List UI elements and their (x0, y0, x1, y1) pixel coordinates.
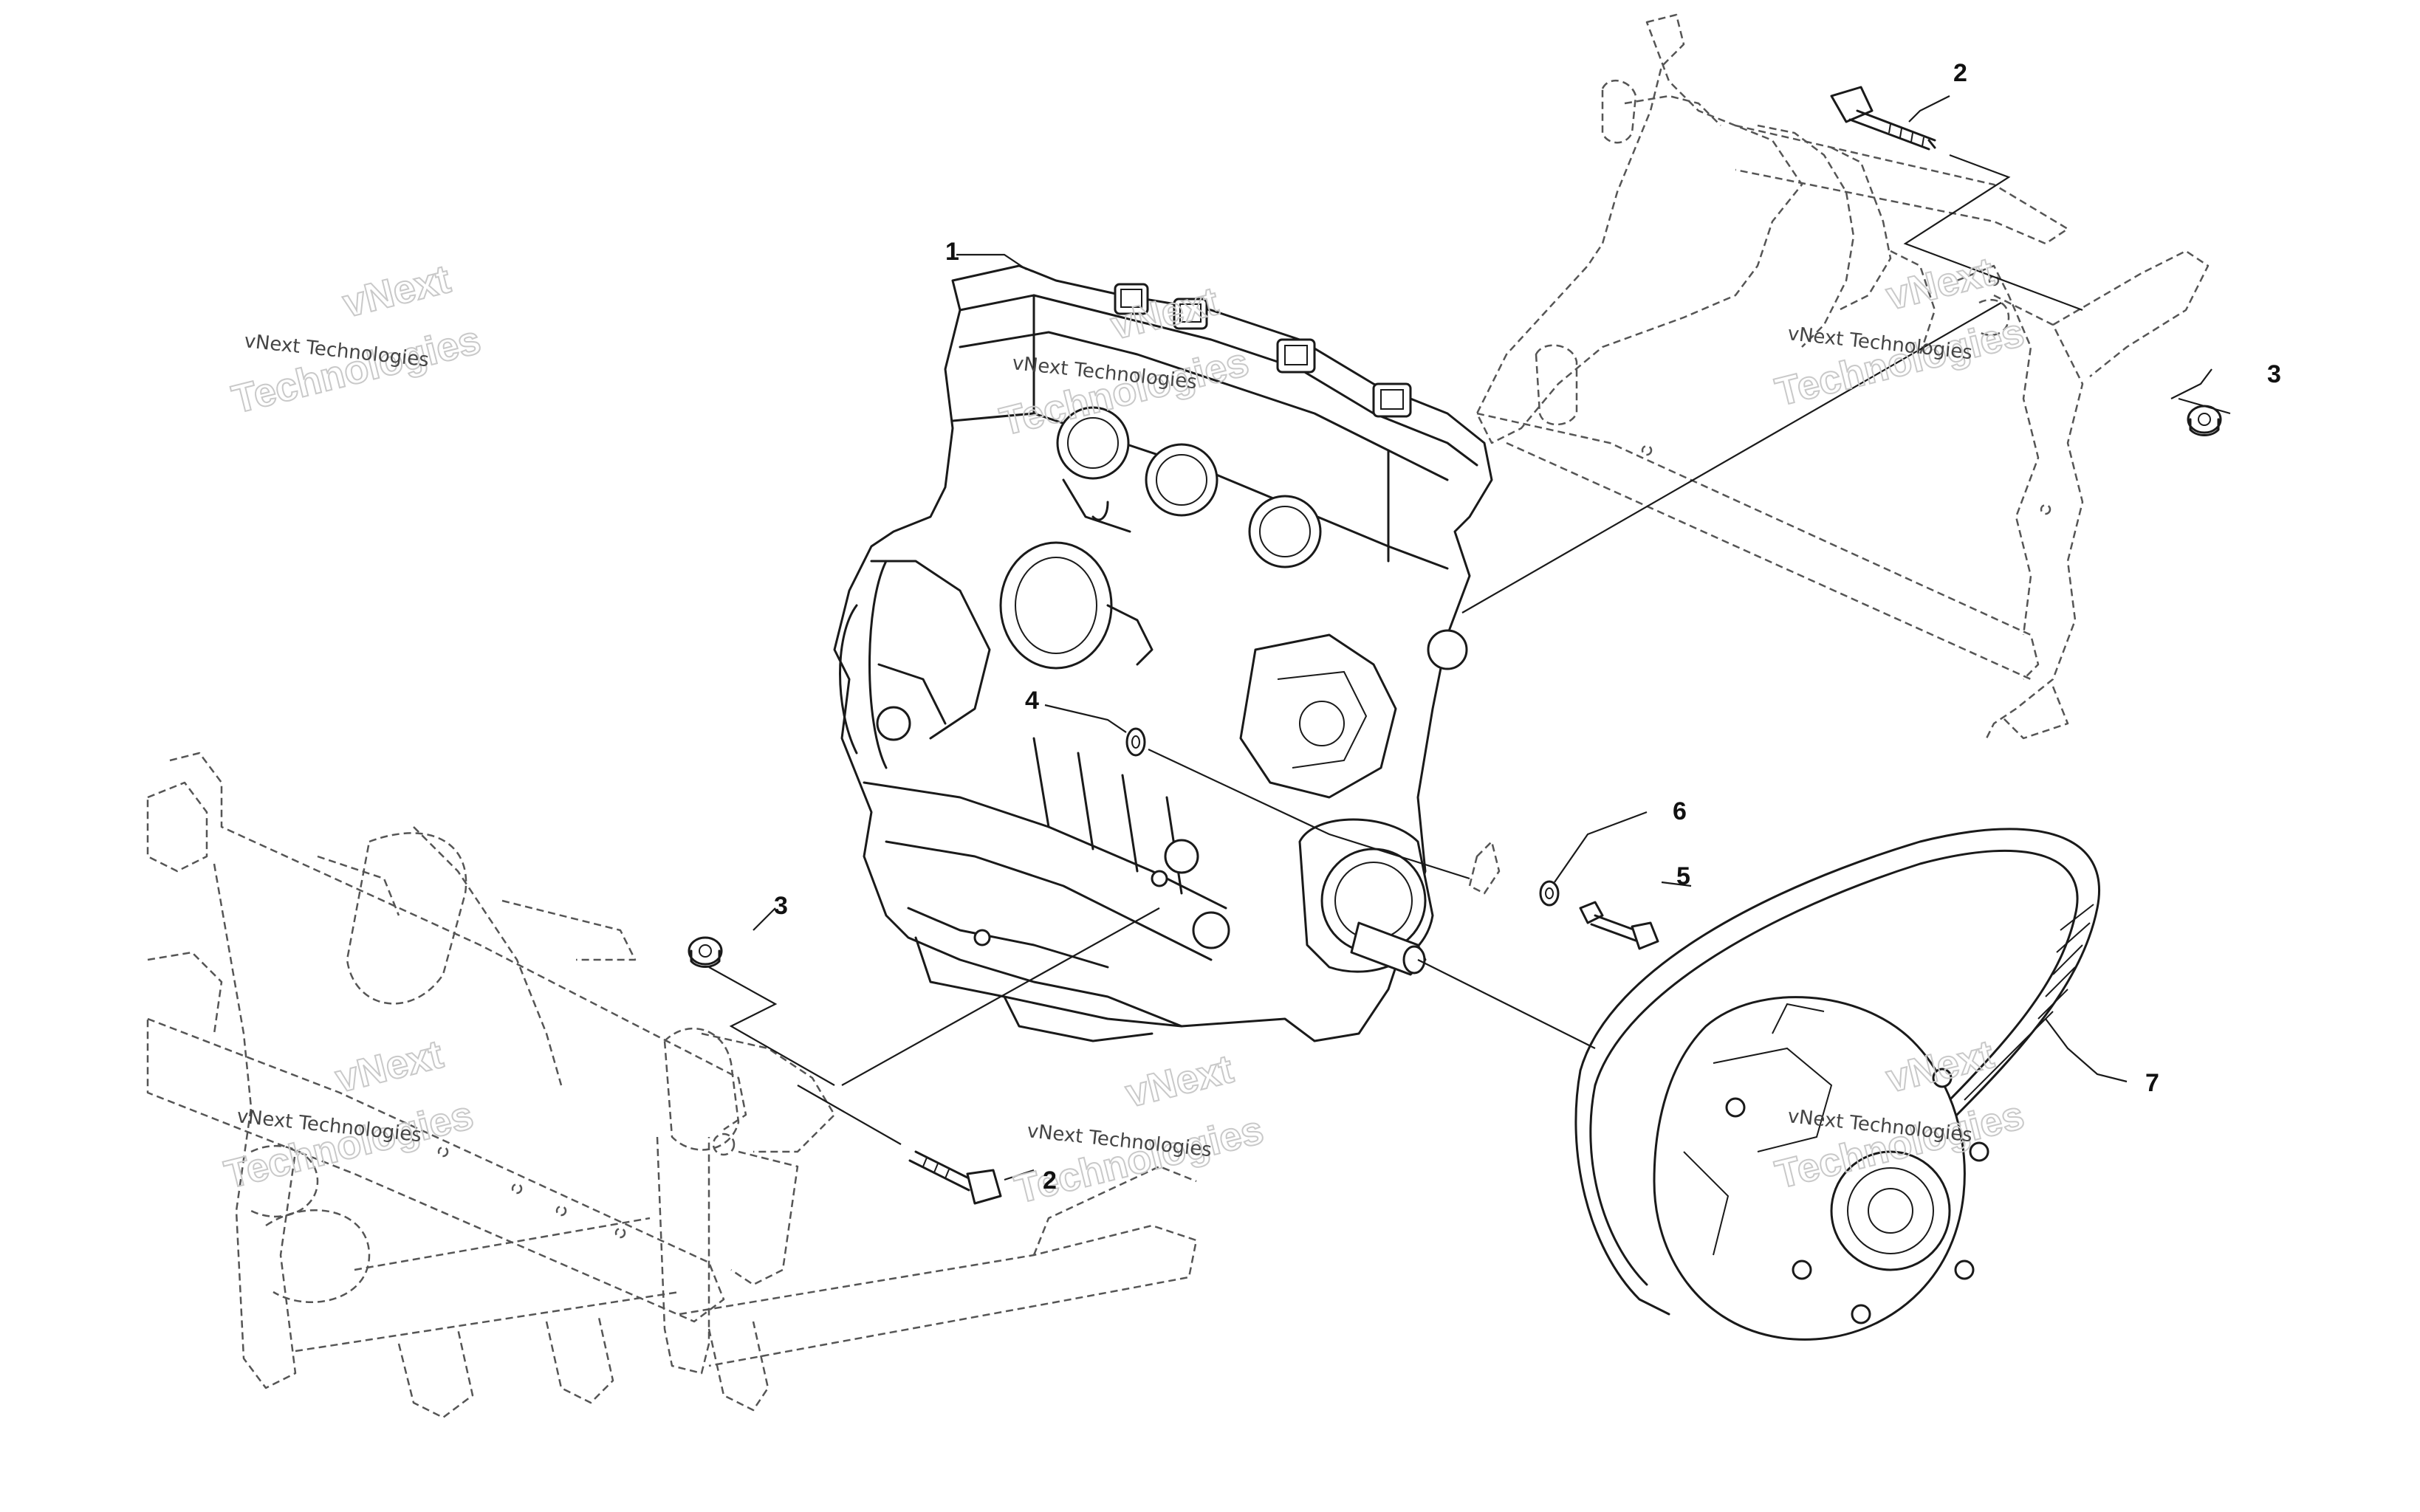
callout-2-bottom: 2 (1043, 1166, 1057, 1195)
engine-assembly (833, 264, 1493, 1042)
bolt-small-part (1579, 901, 1659, 950)
washer-lock-part (1468, 840, 1560, 907)
watermark-large-top: vNext (1121, 1047, 1237, 1116)
leader-lines (708, 95, 2231, 1181)
callout-3-top: 3 (2267, 360, 2281, 388)
watermark-large-top: vNext (1882, 250, 1998, 319)
drive-clutch (1653, 996, 1989, 1341)
callout-1: 1 (945, 238, 959, 266)
callout-6: 6 (1673, 797, 1687, 825)
bolt-top-part (1830, 86, 1936, 151)
callout-5: 5 (1676, 862, 1690, 890)
nut-top-part (2187, 405, 2222, 436)
callout-3-left: 3 (774, 892, 788, 920)
washer-small-part (1125, 727, 1146, 757)
callout-2-top: 2 (1953, 59, 1967, 87)
watermark-large-top: vNext (331, 1032, 447, 1102)
callout-4: 4 (1025, 687, 1039, 715)
watermark-large-top: vNext (338, 257, 454, 326)
rear-frame-bracket (1475, 13, 2210, 740)
callout-7: 7 (2145, 1069, 2159, 1097)
front-frame (146, 752, 1198, 1419)
bolt-bottom-part (908, 1150, 1002, 1205)
nut-left-part (688, 936, 723, 968)
